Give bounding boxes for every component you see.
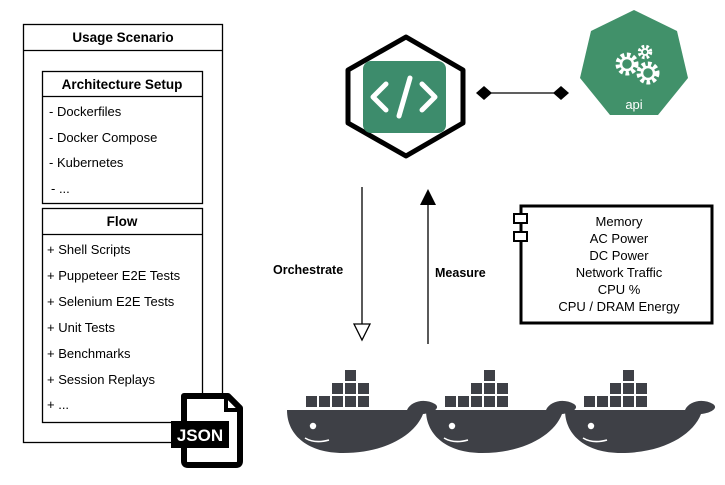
architecture-setup-title: Architecture Setup xyxy=(62,77,183,92)
metric-network-traffic: Network Traffic xyxy=(576,265,663,280)
flow-item: + ... xyxy=(47,397,69,412)
usage-scenario-title: Usage Scenario xyxy=(72,30,173,45)
metric-dc-power: DC Power xyxy=(589,248,649,263)
json-label: JSON xyxy=(177,426,223,445)
json-file-icon: JSON xyxy=(171,393,243,468)
architecture-item: - ... xyxy=(51,181,70,196)
flow-title: Flow xyxy=(107,214,138,229)
code-icon xyxy=(345,34,466,159)
api-label: api xyxy=(625,97,642,112)
metrics-component: Memory AC Power DC Power Network Traffic… xyxy=(513,204,714,325)
docker-whale-icon xyxy=(564,369,716,454)
flow-box: Flow + Shell Scripts + Puppeteer E2E Tes… xyxy=(41,207,204,424)
architecture-item: - Docker Compose xyxy=(49,130,157,145)
orchestrate-label: Orchestrate xyxy=(273,263,343,277)
gear-icon xyxy=(615,44,660,85)
flow-item: + Unit Tests xyxy=(47,320,116,335)
architecture-item: - Kubernetes xyxy=(49,155,124,170)
docker-whale-icon xyxy=(286,369,438,454)
flow-item: + Session Replays xyxy=(47,372,156,387)
architecture-setup-box: Architecture Setup - Dockerfiles - Docke… xyxy=(41,70,204,205)
metric-cpu-dram-energy: CPU / DRAM Energy xyxy=(558,299,680,314)
metric-ac-power: AC Power xyxy=(590,231,649,246)
measure-label: Measure xyxy=(435,266,486,280)
uml-component-icon xyxy=(513,213,528,242)
code-api-connector xyxy=(476,86,569,100)
orchestrate-arrow: Orchestrate xyxy=(273,187,372,342)
flow-item: + Shell Scripts xyxy=(47,242,131,257)
flow-item: + Selenium E2E Tests xyxy=(47,294,175,309)
metric-cpu-percent: CPU % xyxy=(598,282,641,297)
docker-whale-icon xyxy=(425,369,577,454)
metric-memory: Memory xyxy=(596,214,643,229)
flow-item: + Puppeteer E2E Tests xyxy=(47,268,181,283)
architecture-item: - Dockerfiles xyxy=(49,104,122,119)
measure-arrow: Measure xyxy=(420,189,486,344)
flow-item: + Benchmarks xyxy=(47,346,131,361)
kubernetes-api-icon: api xyxy=(580,10,688,115)
